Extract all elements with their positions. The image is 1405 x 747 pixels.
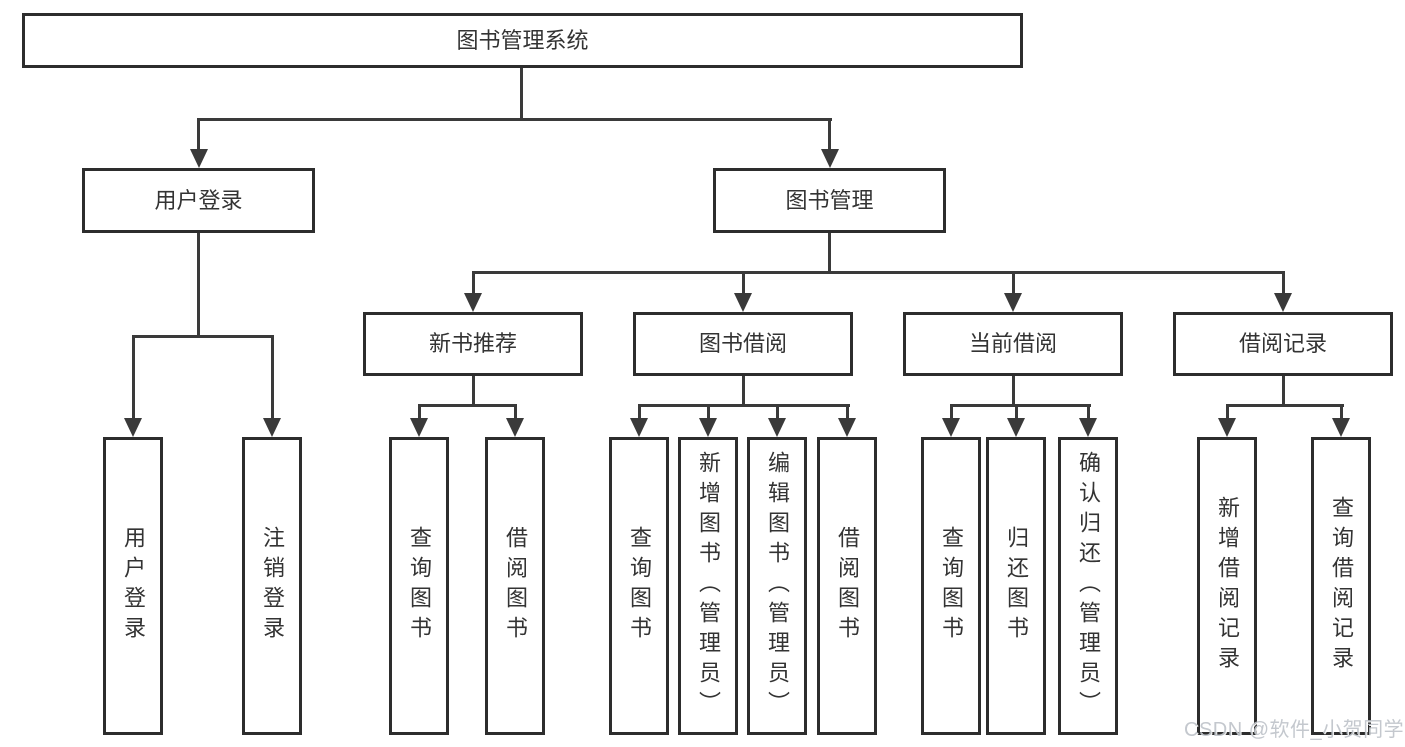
node-root-library-system: 图书管理系统 [22, 13, 1023, 68]
connector-bb-drop-1 [638, 407, 641, 419]
arrow-down-icon [1218, 418, 1236, 437]
leaf-nb-query-books: 查询图书 [389, 437, 449, 735]
connector-nb-drop-2 [514, 407, 517, 419]
connector-nb-rail [418, 404, 517, 407]
connector-br-stem [1282, 376, 1285, 406]
leaf-br-add-record: 新增借阅记录 [1197, 437, 1257, 735]
node-new-book-recommend: 新书推荐 [363, 312, 583, 376]
connector-nb-stem [472, 376, 475, 406]
leaf-user-login: 用户登录 [103, 437, 163, 735]
leaf-cb-query-books: 查询图书 [921, 437, 981, 735]
arrow-down-icon [124, 418, 142, 437]
arrow-down-icon [1004, 293, 1022, 312]
connector-l2-drop-right [828, 121, 831, 150]
leaf-logout: 注销登录 [242, 437, 302, 735]
connector-cb-drop-2 [1015, 407, 1018, 419]
arrow-down-icon [838, 418, 856, 437]
connector-mgmt-stem [828, 233, 831, 273]
connector-l3-drop-1 [472, 274, 475, 294]
leaf-cb-confirm-return-admin: 确认归还（管理员） [1058, 437, 1118, 735]
arrow-down-icon [630, 418, 648, 437]
node-borrowing-records: 借阅记录 [1173, 312, 1393, 376]
csdn-watermark: CSDN @软件_小贺同学 [1184, 719, 1405, 741]
connector-l2-drop-left [197, 121, 200, 150]
arrow-down-icon [1274, 293, 1292, 312]
connector-br-drop-2 [1340, 407, 1343, 419]
connector-root-stem [520, 68, 523, 121]
connector-br-rail [1226, 404, 1344, 407]
connector-cb-drop-1 [950, 407, 953, 419]
connector-nb-drop-1 [418, 407, 421, 419]
connector-user-stem [197, 233, 200, 337]
connector-user-drop-1 [132, 338, 135, 419]
connector-l2-rail [197, 118, 832, 121]
connector-br-drop-1 [1226, 407, 1229, 419]
connector-bb-drop-3 [776, 407, 779, 419]
leaf-bb-query-books: 查询图书 [609, 437, 669, 735]
arrow-down-icon [768, 418, 786, 437]
arrow-down-icon [1332, 418, 1350, 437]
arrow-down-icon [699, 418, 717, 437]
leaf-bb-add-books-admin: 新增图书（管理员） [678, 437, 738, 735]
connector-user-rail [132, 335, 274, 338]
connector-bb-stem [742, 376, 745, 406]
leaf-nb-borrow-books: 借阅图书 [485, 437, 545, 735]
connector-bb-drop-2 [707, 407, 710, 419]
arrow-down-icon [410, 418, 428, 437]
node-book-borrowing: 图书借阅 [633, 312, 853, 376]
arrow-down-icon [190, 149, 208, 168]
arrow-down-icon [1007, 418, 1025, 437]
arrow-down-icon [506, 418, 524, 437]
node-current-borrowing: 当前借阅 [903, 312, 1123, 376]
connector-bb-drop-4 [846, 407, 849, 419]
arrow-down-icon [942, 418, 960, 437]
leaf-br-query-record: 查询借阅记录 [1311, 437, 1371, 735]
arrow-down-icon [263, 418, 281, 437]
leaf-bb-edit-books-admin: 编辑图书（管理员） [747, 437, 807, 735]
arrow-down-icon [1079, 418, 1097, 437]
connector-cb-rail [950, 404, 1091, 407]
connector-l3-rail [472, 271, 1285, 274]
node-book-management: 图书管理 [713, 168, 946, 233]
leaf-cb-return-books: 归还图书 [986, 437, 1046, 735]
leaf-bb-borrow-books: 借阅图书 [817, 437, 877, 735]
connector-cb-drop-3 [1087, 407, 1090, 419]
node-user-login: 用户登录 [82, 168, 315, 233]
connector-user-drop-2 [271, 338, 274, 419]
connector-l3-drop-3 [1012, 274, 1015, 294]
arrow-down-icon [734, 293, 752, 312]
arrow-down-icon [821, 149, 839, 168]
connector-cb-stem [1012, 376, 1015, 406]
connector-l3-drop-2 [742, 274, 745, 294]
connector-bb-rail [638, 404, 850, 407]
connector-l3-drop-4 [1282, 274, 1285, 294]
arrow-down-icon [464, 293, 482, 312]
